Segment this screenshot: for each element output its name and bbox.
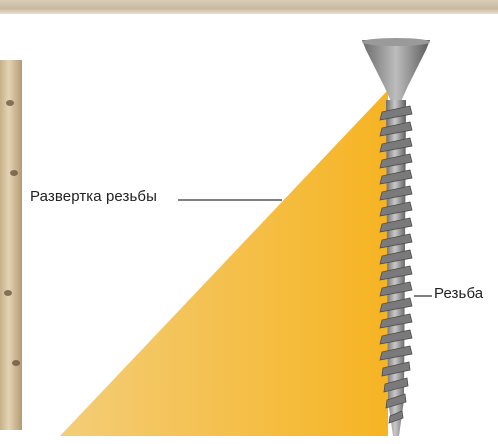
thread-unroll-label: Развертка резьбы — [30, 188, 157, 205]
thread-label: Резьба — [434, 285, 483, 302]
unrolled-thread-triangle — [60, 90, 388, 436]
